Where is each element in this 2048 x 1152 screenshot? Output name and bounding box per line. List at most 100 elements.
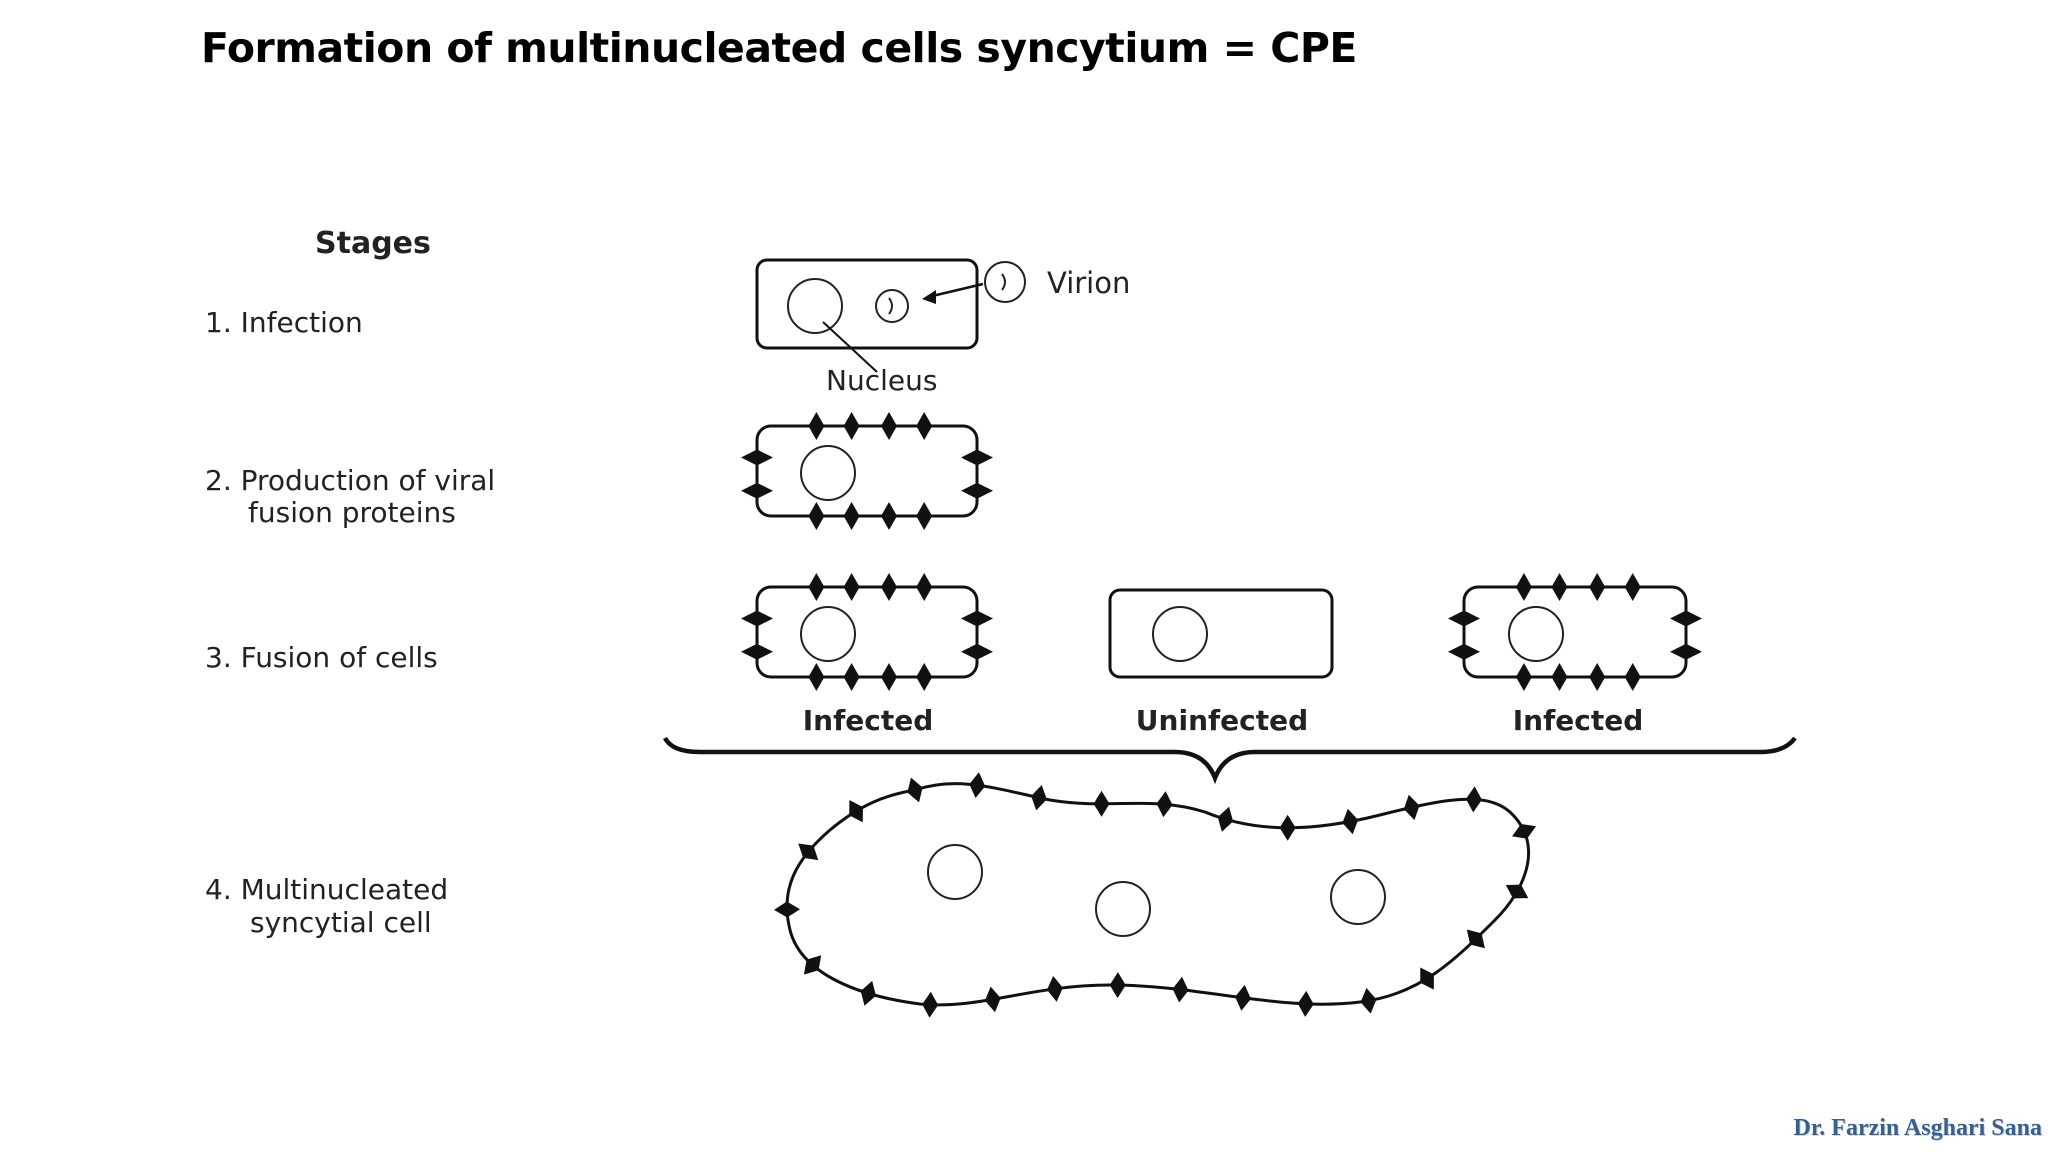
virion-arrow xyxy=(927,282,984,299)
fusion-protein-icon xyxy=(916,573,933,601)
nucleus-pointer xyxy=(822,321,878,373)
fusion-protein-icon xyxy=(984,986,1001,1013)
fusion-protein-icon xyxy=(1589,663,1606,691)
fusion-protein-icon xyxy=(843,412,860,440)
fusion-protein-icon xyxy=(1466,929,1485,949)
fusion-protein-icon xyxy=(969,772,986,799)
virion-icon xyxy=(984,261,1026,303)
fusion-protein-icon xyxy=(1624,573,1641,601)
fusion-protein-icon xyxy=(1403,794,1420,821)
arrow-head-icon xyxy=(922,290,936,304)
fusion-protein-icon xyxy=(961,610,993,627)
fusion-protein-icon xyxy=(860,980,876,1006)
cell-membrane xyxy=(1462,585,1688,679)
fusion-protein-icon xyxy=(843,502,860,530)
author-credit: Dr. Farzin Asghari Sana xyxy=(1793,1115,2042,1141)
fusion-protein-icon xyxy=(961,643,993,660)
nucleus xyxy=(800,606,856,662)
fusion-protein-icon xyxy=(907,777,923,803)
fusion-protein-icon xyxy=(808,573,825,601)
fusion-protein-icon xyxy=(881,573,897,601)
fusion-protein-icon xyxy=(1217,806,1234,832)
fusion-protein-icon xyxy=(916,502,933,530)
internal-virion xyxy=(875,289,909,323)
fusion-proteins xyxy=(774,772,1537,1018)
fusion-protein-icon xyxy=(808,663,825,691)
fusion-proteins xyxy=(1448,573,1702,691)
stage-1-label: 1. Infection xyxy=(205,306,363,339)
fusion-protein-icon xyxy=(808,502,825,530)
infected-right-label: Infected xyxy=(1513,704,1644,737)
fusion-protein-icon xyxy=(1279,814,1296,841)
fusion-protein-icon xyxy=(741,643,773,660)
fusion-protein-icon xyxy=(1046,975,1063,1002)
fusion-protein-icon xyxy=(1551,663,1568,691)
fusion-protein-icon xyxy=(1670,643,1702,660)
stage-4-label-line-2: syncytial cell xyxy=(250,906,432,939)
fusion-protein-icon xyxy=(741,449,773,466)
fusion-protein-icon xyxy=(774,901,801,918)
fusion-protein-icon xyxy=(1589,573,1606,601)
nucleus xyxy=(1152,606,1208,662)
fusion-protein-icon xyxy=(1172,976,1189,1003)
fusion-protein-icon xyxy=(849,800,863,823)
fusion-protein-icon xyxy=(922,991,939,1018)
fusion-protein-icon xyxy=(1109,972,1126,999)
fusion-protein-icon xyxy=(843,663,860,691)
cell-membrane xyxy=(755,585,979,679)
cell-membrane xyxy=(755,258,979,350)
fusion-protein-icon xyxy=(1670,610,1702,627)
fusion-protein-icon xyxy=(1297,990,1314,1017)
nucleus xyxy=(1330,869,1386,925)
fusion-protein-icon xyxy=(741,482,773,499)
fusion-protein-icon xyxy=(808,412,825,440)
cell-membrane xyxy=(1108,588,1334,679)
fusion-protein-icon xyxy=(1420,967,1434,990)
fusion-proteins xyxy=(741,573,993,691)
fusion-protein-icon xyxy=(961,449,993,466)
syncytium-membrane xyxy=(785,782,1530,1007)
stage-3-uninfected-cell xyxy=(1108,588,1334,679)
merge-brace xyxy=(662,736,1797,785)
fusion-protein-icon xyxy=(1448,643,1480,660)
stage-2-label-line-2: fusion proteins xyxy=(248,496,456,529)
fusion-protein-icon xyxy=(1031,784,1047,811)
fusion-protein-icon xyxy=(916,663,933,691)
stage-2-label-line-1: 2. Production of viral xyxy=(205,464,495,497)
stage-3-infected-left-cell xyxy=(741,573,993,691)
stage-3-label: 3. Fusion of cells xyxy=(205,641,438,674)
nucleus xyxy=(1095,881,1151,937)
fusion-protein-icon xyxy=(1360,987,1377,1014)
stage-2-cell xyxy=(741,412,993,530)
stage-4-label-line-1: 4. Multinucleated xyxy=(205,873,448,906)
nucleus xyxy=(1508,606,1564,662)
fusion-protein-icon xyxy=(881,412,897,440)
fusion-protein-icon xyxy=(881,502,897,530)
fusion-protein-icon xyxy=(798,843,819,861)
fusion-protein-icon xyxy=(916,412,933,440)
fusion-protein-icon xyxy=(1505,884,1529,899)
fusion-protein-icon xyxy=(741,610,773,627)
fusion-protein-icon xyxy=(1465,786,1482,813)
uninfected-label: Uninfected xyxy=(1136,704,1308,737)
fusion-proteins xyxy=(741,412,993,530)
stage-1-cell xyxy=(755,258,1026,373)
fusion-protein-icon xyxy=(1515,573,1532,601)
fusion-protein-icon xyxy=(1342,808,1359,835)
fusion-protein-icon xyxy=(961,482,993,499)
fusion-protein-icon xyxy=(803,955,822,975)
fusion-protein-icon xyxy=(1156,791,1173,818)
fusion-protein-icon xyxy=(881,663,897,691)
nucleus xyxy=(787,278,843,334)
nucleus-label: Nucleus xyxy=(826,364,937,397)
stages-heading: Stages xyxy=(315,226,431,261)
fusion-protein-icon xyxy=(1235,984,1251,1011)
fusion-protein-icon xyxy=(1512,823,1537,839)
fusion-protein-icon xyxy=(1515,663,1532,691)
fusion-protein-icon xyxy=(843,573,860,601)
virion-label: Virion xyxy=(1047,266,1130,300)
syncytial-cell xyxy=(774,772,1537,1018)
stage-3-infected-right-cell xyxy=(1448,573,1702,691)
slide-title: Formation of multinucleated cells syncyt… xyxy=(201,24,1357,72)
